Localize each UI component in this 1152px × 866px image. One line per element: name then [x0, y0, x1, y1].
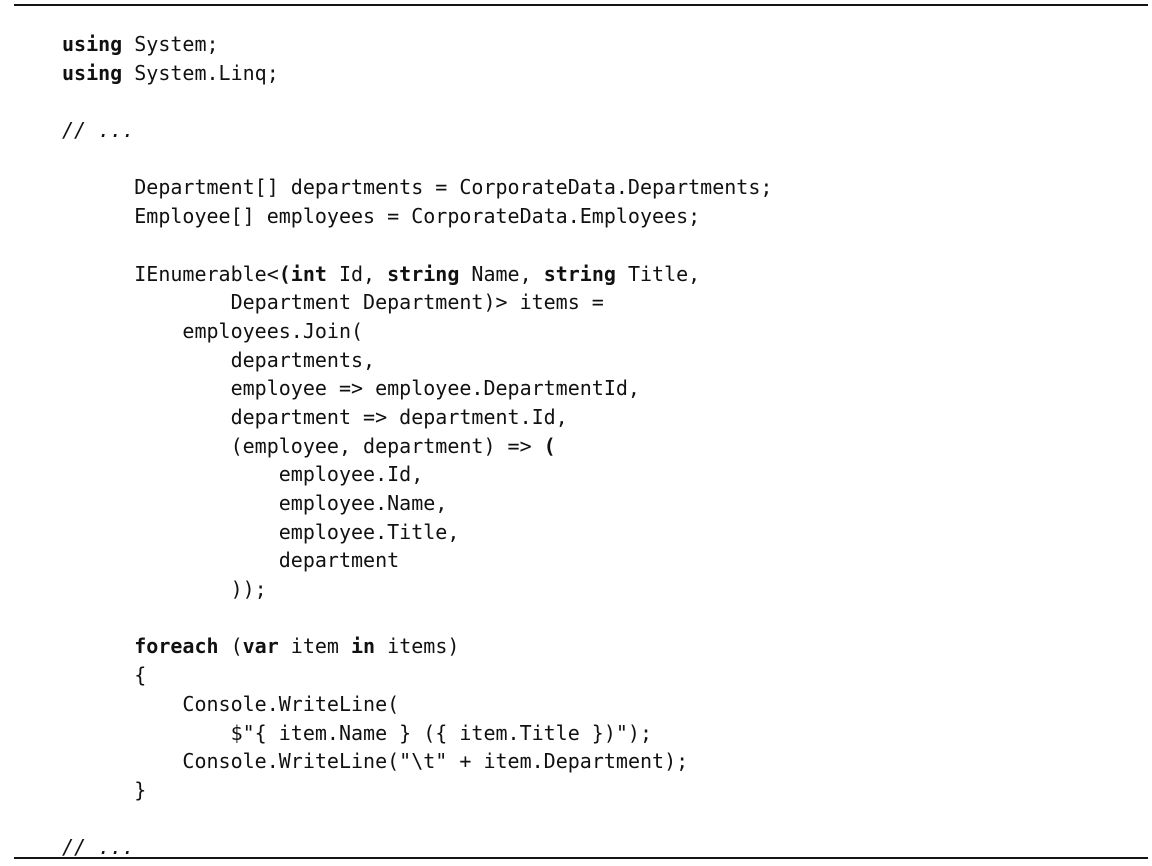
top-rule [14, 4, 1148, 6]
code-line: foreach (var item in items) [62, 632, 1142, 661]
code-comment: // ... [62, 118, 135, 143]
code-line: } [62, 776, 1142, 805]
bottom-rule [14, 857, 1148, 859]
code-line: Console.WriteLine( [62, 690, 1142, 719]
code-line: employee.Id, [62, 460, 1142, 489]
code-text: employee.Id, [278, 462, 424, 487]
code-text: System; [122, 32, 219, 56]
code-text: employee => employee.DepartmentId, [230, 376, 640, 401]
code-text: Console.WriteLine( [182, 691, 400, 716]
code-text: $"{ item.Name } ({ item.Title })"); [230, 720, 653, 745]
code-line [62, 604, 1142, 633]
code-comment: // ... [62, 835, 135, 860]
code-line: Console.WriteLine("\t" + item.Department… [62, 747, 1142, 776]
code-line: employee.Name, [62, 489, 1142, 518]
code-text: { [134, 663, 147, 688]
code-text: Department Department)> items = [230, 290, 604, 315]
code-line: department => department.Id, [62, 403, 1142, 432]
code-text: employee.Name, [278, 491, 448, 515]
code-text: IEnumerable< [134, 261, 279, 286]
code-text: Employee[] employees = CorporateData.Emp… [134, 204, 701, 229]
code-line: using System.Linq; [62, 59, 1142, 88]
code-text: department [278, 548, 400, 573]
code-text: employee.Title, [278, 519, 460, 544]
code-text: department => department.Id, [230, 404, 568, 429]
code-line: Employee[] employees = CorporateData.Emp… [62, 202, 1142, 231]
code-line: employee.Title, [62, 518, 1142, 547]
code-line: (employee, department) => ( [62, 432, 1142, 461]
code-text: Department[] departments = CorporateData… [134, 175, 773, 200]
code-text: System.Linq; [122, 60, 279, 85]
code-keyword: foreach [134, 634, 219, 659]
code-text: )); [230, 577, 267, 602]
code-line: // ... [62, 116, 1142, 145]
code-line: )); [62, 575, 1142, 604]
code-text: items) [375, 634, 460, 659]
code-keyword: in [351, 634, 376, 659]
code-keyword: (int [278, 261, 327, 286]
code-text: departments, [230, 347, 376, 372]
code-line: employees.Join( [62, 317, 1142, 346]
code-line: Department Department)> items = [62, 288, 1142, 317]
code-line: department [62, 546, 1142, 575]
code-line: employee => employee.DepartmentId, [62, 374, 1142, 403]
code-block: using System;using System.Linq; // ... D… [62, 30, 1142, 862]
code-text: item [278, 634, 352, 659]
code-keyword: ( [543, 433, 556, 458]
code-keyword: using [62, 32, 123, 56]
code-keyword: var [242, 634, 279, 659]
code-line: Department[] departments = CorporateData… [62, 173, 1142, 202]
code-line: $"{ item.Name } ({ item.Title })"); [62, 719, 1142, 748]
code-line [62, 87, 1142, 116]
code-line [62, 231, 1142, 260]
code-line: departments, [62, 346, 1142, 375]
code-text: employees.Join( [182, 318, 364, 343]
code-line: using System; [62, 30, 1142, 59]
code-text: Console.WriteLine("\t" + item.Department… [182, 749, 689, 774]
code-line: { [62, 661, 1142, 690]
code-line [62, 805, 1142, 834]
code-text: Name, [459, 261, 544, 286]
code-line: // ... [62, 833, 1142, 862]
code-text: Title, [615, 261, 701, 286]
code-keyword: using [62, 60, 123, 85]
code-line: IEnumerable<(int Id, string Name, string… [62, 260, 1142, 289]
code-text: } [134, 777, 147, 802]
code-keyword: string [387, 261, 460, 286]
code-text: Id, [326, 261, 388, 286]
code-line [62, 145, 1142, 174]
code-text: (employee, department) => [230, 433, 544, 458]
code-text: ( [218, 634, 243, 659]
code-keyword: string [543, 261, 616, 286]
